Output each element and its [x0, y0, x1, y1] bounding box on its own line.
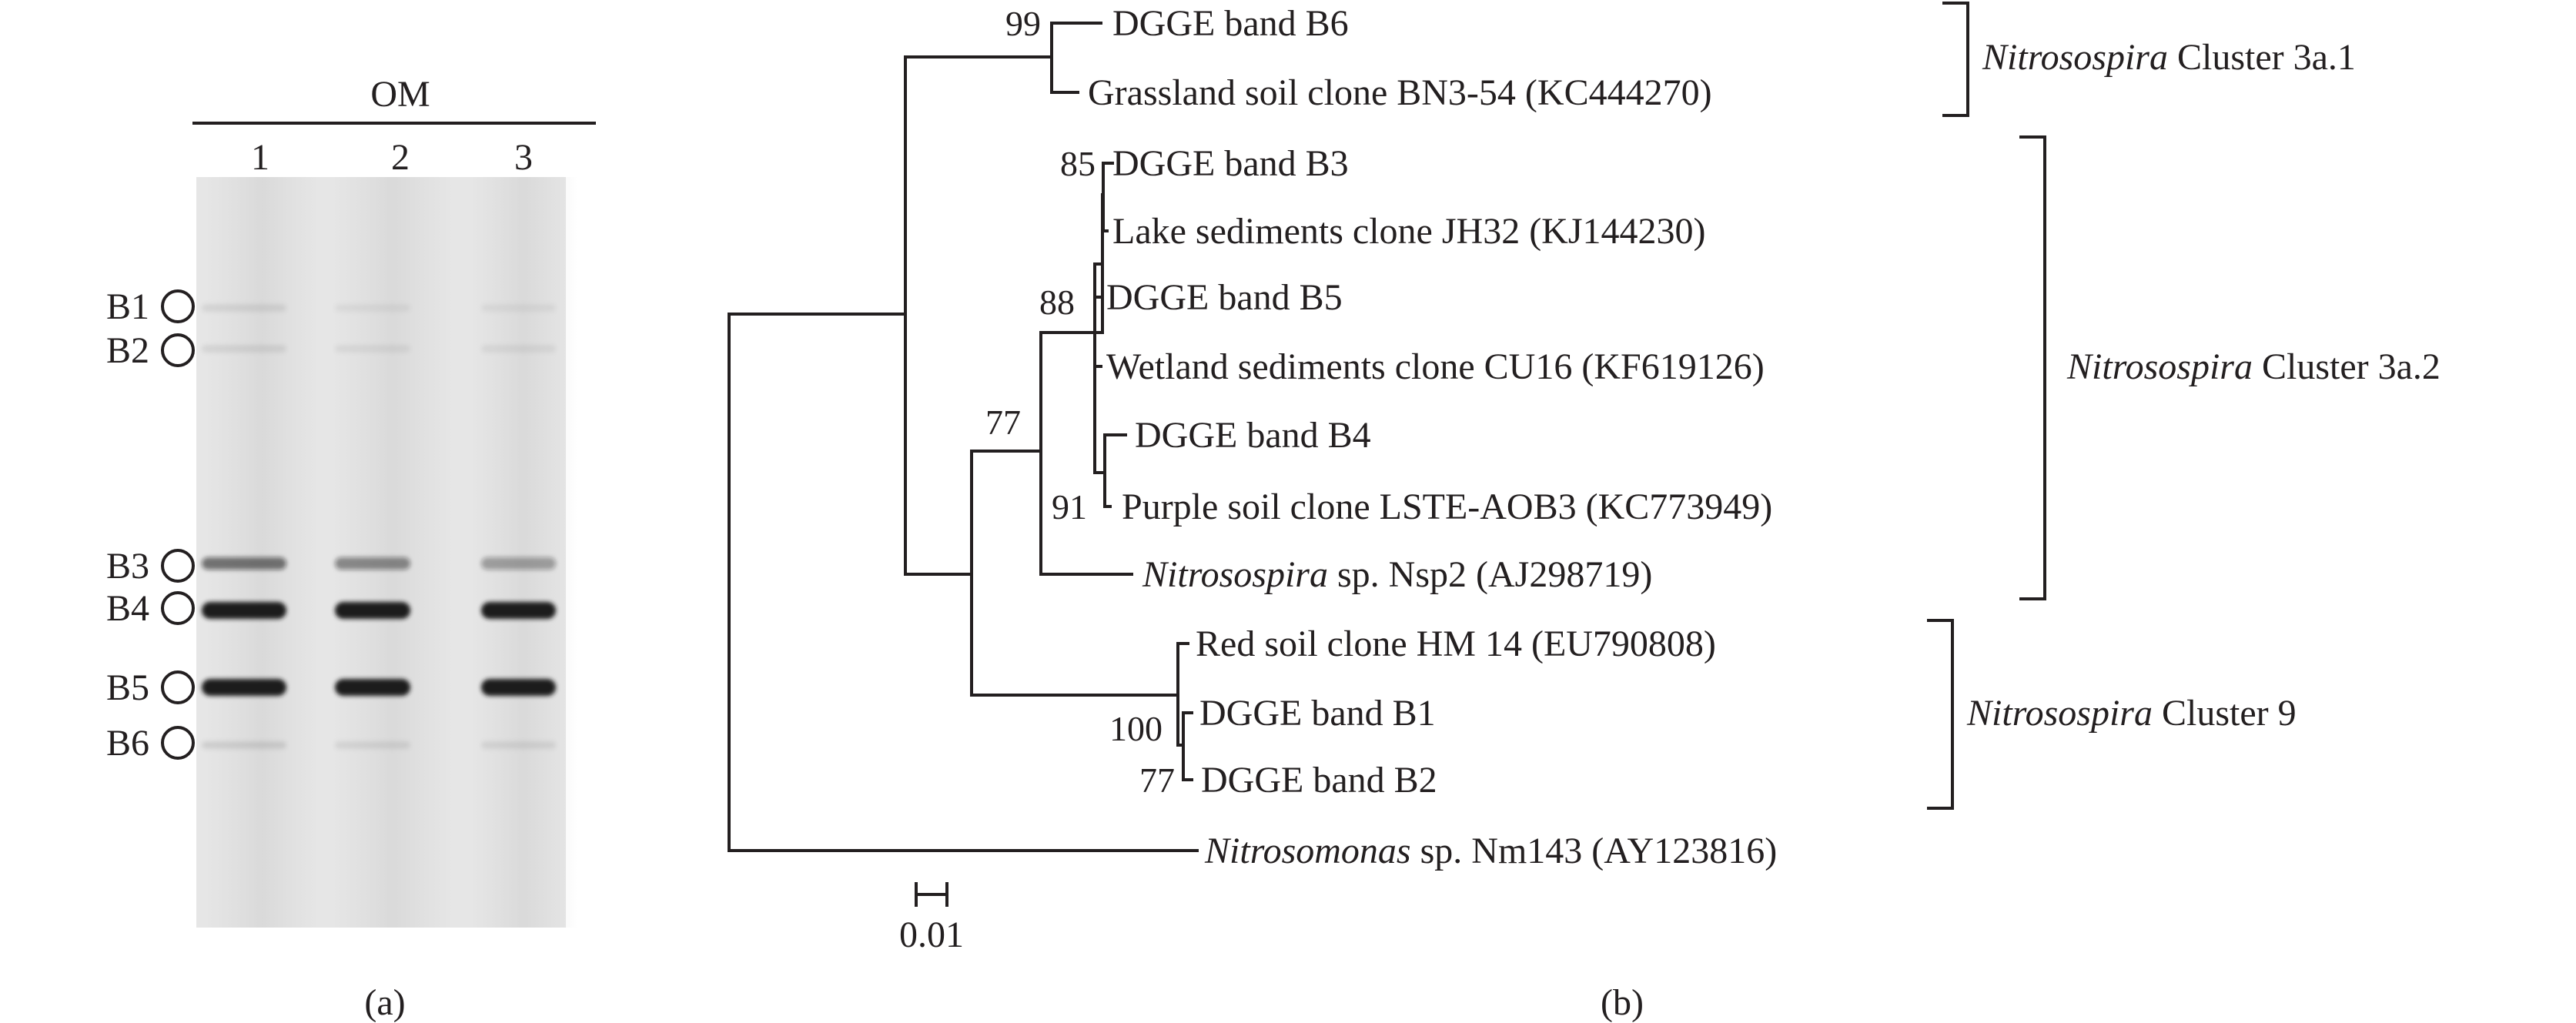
clade-b1-b2 — [1176, 711, 1193, 781]
clade-3a1 — [904, 22, 1102, 94]
clade-9 — [970, 642, 1189, 747]
gel-band — [481, 741, 556, 749]
scale-bar-label: 0.01 — [899, 914, 964, 955]
leaf-label: DGGE band B2 — [1201, 760, 1437, 801]
gel-band — [202, 304, 286, 312]
treatment-label: OM — [370, 74, 430, 115]
band-marker-circle — [161, 289, 195, 323]
clade-3a2 — [970, 331, 1133, 576]
gel-lane — [204, 177, 319, 928]
panel-b: DGGE band B6 Grassland soil clone BN3-54… — [728, 2, 2441, 1023]
gel-band — [481, 304, 556, 312]
band-marker-circle — [161, 726, 195, 760]
cluster-label: Nitrosospira Cluster 3a.2 — [2066, 346, 2441, 387]
lane-label: 2 — [391, 137, 410, 178]
leaf-label: Lake sediments clone JH32 (KJ144230) — [1112, 211, 1706, 252]
band-marker-circle — [161, 670, 195, 704]
band-label: B6 — [106, 723, 149, 764]
gel-lane — [470, 177, 577, 928]
scale-bar: 0.01 — [899, 882, 964, 955]
panel-a-caption: (a) — [364, 982, 405, 1023]
scale-bar-line — [915, 882, 948, 907]
leaf-label-nsp2: Nitrosospira sp. Nsp2 (AJ298719) — [1142, 554, 1652, 595]
gel-band — [335, 345, 410, 353]
genus-name: Nitrosospira — [2066, 346, 2253, 387]
gel-band — [481, 345, 556, 353]
branch-outgroup — [728, 313, 1199, 852]
cluster-label: Nitrosospira Cluster 3a.1 — [1982, 37, 2356, 78]
taxon-rest: sp. Nm143 (AY123816) — [1411, 831, 1778, 871]
genus-name: Nitrosospira — [1142, 554, 1328, 595]
leaf-label: Purple soil clone LSTE-AOB3 (KC773949) — [1122, 486, 1772, 527]
gel-bands — [202, 304, 556, 749]
gel-band — [202, 345, 286, 353]
genus-name: Nitrosospira — [1966, 693, 2153, 734]
cluster-name: Cluster 9 — [2153, 693, 2297, 734]
clade-b4-lste — [1093, 433, 1127, 508]
bootstrap-value: 77 — [985, 403, 1021, 442]
bootstrap-values: 99 85 88 77 91 100 77 — [985, 4, 1175, 800]
band-label: B5 — [106, 667, 149, 708]
band-label: B4 — [106, 588, 149, 629]
leaf-label: DGGE band B6 — [1112, 3, 1349, 44]
tree-branches — [728, 22, 1199, 852]
gel-band — [335, 557, 410, 570]
gel-band — [335, 741, 410, 749]
gel-band — [202, 557, 286, 570]
cluster-bracket — [1927, 619, 1954, 810]
taxon-rest: sp. Nsp2 (AJ298719) — [1328, 554, 1652, 595]
bootstrap-value: 85 — [1060, 144, 1096, 183]
leaf-label: DGGE band B5 — [1106, 277, 1343, 318]
gel-band — [335, 602, 410, 619]
band-marker-circle — [161, 591, 195, 625]
leaf-label: Wetland sediments clone CU16 (KF619126) — [1106, 346, 1765, 387]
gel-band — [202, 602, 286, 619]
genus-name: Nitrosospira — [1982, 37, 2168, 78]
cluster-name: Cluster 3a.1 — [2168, 37, 2356, 78]
clade-b5-cu16 — [1093, 296, 1104, 368]
band-label: B1 — [106, 286, 149, 327]
band-label: B2 — [106, 330, 149, 371]
leaf-label: Red soil clone HM 14 (EU790808) — [1196, 623, 1716, 664]
cluster-bracket — [1942, 2, 1969, 117]
cluster-bracket — [2019, 135, 2046, 600]
cluster-label: Nitrosospira Cluster 9 — [1966, 693, 2297, 734]
bootstrap-value: 99 — [1005, 4, 1041, 43]
gel-band — [335, 679, 410, 696]
genus-name: Nitrosomonas — [1204, 831, 1411, 871]
cluster-name: Cluster 3a.2 — [2253, 346, 2441, 387]
lane-label: 1 — [251, 137, 269, 178]
gel-band — [481, 557, 556, 570]
tree-leaves: DGGE band B6 Grassland soil clone BN3-54… — [1088, 3, 1777, 871]
leaf-label: Grassland soil clone BN3-54 (KC444270) — [1088, 72, 1712, 113]
leaf-label: DGGE band B3 — [1112, 143, 1349, 184]
gel-band — [202, 741, 286, 749]
bootstrap-value: 77 — [1139, 761, 1175, 800]
gel-band — [335, 304, 410, 312]
gel-band — [202, 679, 286, 696]
node-lower — [904, 450, 973, 697]
gel-lane — [331, 177, 454, 928]
band-marker-circle — [161, 333, 195, 367]
leaf-label-nm143: Nitrosomonas sp. Nm143 (AY123816) — [1204, 831, 1777, 871]
gel-band — [481, 602, 556, 619]
bootstrap-value: 91 — [1052, 487, 1087, 527]
leaf-label: DGGE band B1 — [1199, 693, 1436, 734]
clade-b3-jh32 — [1101, 162, 1114, 232]
band-marker-circle — [161, 549, 195, 583]
cluster-brackets: Nitrosospira Cluster 3a.1 Nitrosospira C… — [1927, 2, 2441, 810]
gel-band — [481, 679, 556, 696]
band-label: B3 — [106, 546, 149, 587]
lane-label: 3 — [514, 137, 533, 178]
gel-image — [196, 177, 577, 928]
bootstrap-value: 88 — [1039, 282, 1075, 322]
bootstrap-value: 100 — [1109, 709, 1163, 748]
leaf-label: DGGE band B4 — [1135, 415, 1371, 456]
panel-b-caption: (b) — [1601, 982, 1644, 1023]
